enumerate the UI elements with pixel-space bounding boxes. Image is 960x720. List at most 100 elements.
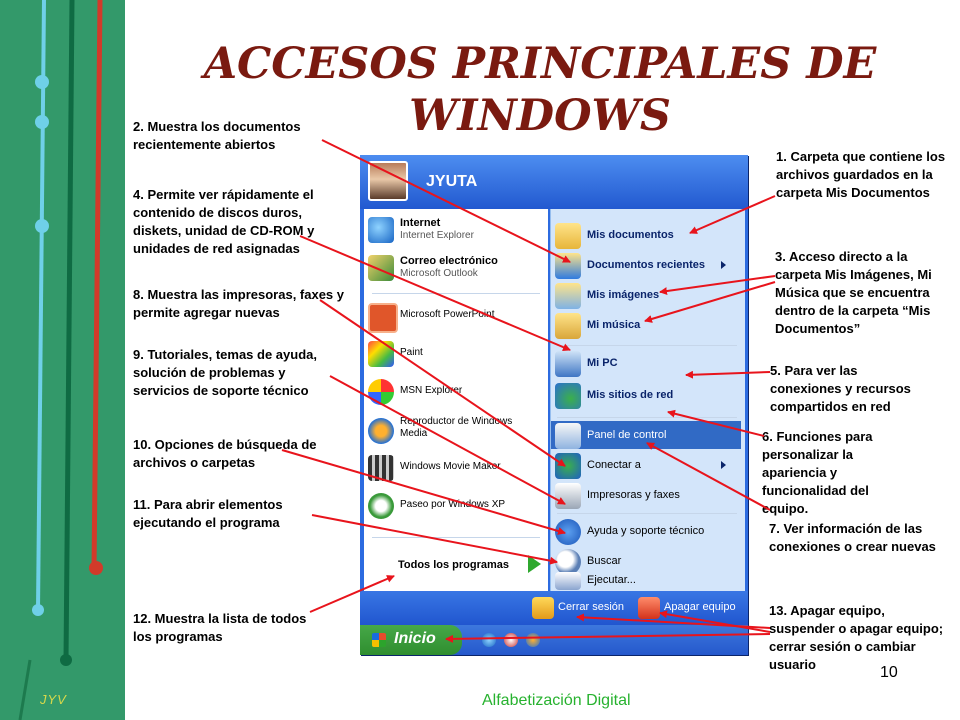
- annotation-7: 7. Ver información de las conexiones o c…: [769, 521, 936, 554]
- footer-text: Alfabetización Digital: [482, 692, 631, 709]
- logoff-label: Cerrar sesión: [558, 601, 625, 613]
- annotation-12: 12. Muestra la lista de todos los progra…: [133, 611, 307, 644]
- menu-item-label: Mis documentos: [587, 229, 674, 241]
- menu-item-internet[interactable]: Internet Internet Explorer: [364, 215, 548, 247]
- user-avatar[interactable]: [368, 161, 408, 201]
- all-programs-button[interactable]: Todos los programas: [364, 547, 548, 583]
- separator: [557, 417, 737, 418]
- menu-item-tour[interactable]: Paseo por Windows XP: [364, 491, 548, 523]
- menu-item-sublabel: Microsoft Outlook: [400, 268, 478, 279]
- menu-item-label: Paint: [400, 347, 423, 358]
- annotation-10: 10. Opciones de búsqueda de archivos o c…: [133, 437, 317, 470]
- tour-icon: [368, 493, 394, 519]
- menu-item-label: Impresoras y faxes: [587, 489, 680, 501]
- menu-item-connect-to[interactable]: Conectar a: [551, 451, 745, 479]
- power-icon: [638, 597, 660, 619]
- menu-item-label: Internet: [400, 217, 441, 229]
- quicklaunch-mail-icon[interactable]: [504, 633, 518, 647]
- menu-item-recent-documents[interactable]: Documentos recientes: [551, 251, 745, 279]
- quicklaunch-ie-icon[interactable]: [482, 633, 496, 647]
- annotation-11: 11. Para abrir elementos ejecutando el p…: [133, 497, 283, 530]
- menu-item-label: Mi PC: [587, 357, 618, 369]
- menu-item-help[interactable]: Ayuda y soporte técnico: [551, 517, 745, 545]
- taskbar: Inicio: [360, 625, 748, 655]
- menu-item-control-panel[interactable]: Panel de control: [551, 421, 741, 449]
- key-icon: [532, 597, 554, 619]
- annotation-8: 8. Muestra las impresoras, faxes y permi…: [133, 287, 345, 320]
- submenu-arrow-icon: [721, 461, 726, 469]
- menu-item-label: Microsoft PowerPoint: [400, 309, 495, 320]
- menu-item-label: Ayuda y soporte técnico: [587, 525, 705, 537]
- menu-item-my-computer[interactable]: Mi PC: [551, 349, 745, 379]
- menu-item-label: Reproductor de Windows Media: [400, 416, 513, 439]
- search-icon: [555, 549, 581, 575]
- pictures-folder-icon: [555, 283, 581, 309]
- sidebar-decoration: [18, 0, 103, 720]
- shutdown-label: Apagar equipo: [664, 601, 736, 613]
- username: JYUTA: [426, 173, 478, 190]
- printer-icon: [555, 483, 581, 509]
- separator: [372, 537, 540, 538]
- menu-item-my-music[interactable]: Mi música: [551, 311, 745, 339]
- menu-item-label: MSN Explorer: [400, 385, 463, 396]
- menu-item-label: Panel de control: [587, 429, 667, 441]
- menu-item-paint[interactable]: Paint: [364, 339, 548, 371]
- annotation-5: 5. Para ver las conexiones y recursos co…: [770, 363, 911, 414]
- separator: [557, 345, 737, 346]
- menu-item-media-player[interactable]: Reproductor de Windows Media: [364, 413, 548, 449]
- menu-item-printers[interactable]: Impresoras y faxes: [551, 481, 745, 509]
- menu-item-my-documents[interactable]: Mis documentos: [551, 221, 745, 249]
- media-player-icon: [368, 418, 394, 444]
- start-button-label: Inicio: [394, 630, 436, 647]
- recent-documents-icon: [555, 253, 581, 279]
- internet-explorer-icon: [368, 217, 394, 243]
- pinned-programs-panel: Internet Internet Explorer Correo electr…: [364, 209, 548, 591]
- start-menu-footer: Cerrar sesión Apagar equipo: [360, 591, 748, 625]
- logoff-button[interactable]: Cerrar sesión: [528, 595, 632, 621]
- connect-icon: [555, 453, 581, 479]
- start-menu: JYUTA Internet Internet Explorer Correo …: [360, 155, 748, 655]
- annotation-9: 9. Tutoriales, temas de ayuda, solución …: [133, 347, 317, 398]
- quicklaunch-media-icon[interactable]: [526, 633, 540, 647]
- paint-icon: [368, 341, 394, 367]
- menu-item-network-places[interactable]: Mis sitios de red: [551, 381, 745, 411]
- menu-item-my-pictures[interactable]: Mis imágenes: [551, 281, 745, 309]
- menu-item-search[interactable]: Buscar: [551, 547, 745, 575]
- menu-item-label: Ejecutar...: [587, 574, 636, 586]
- decorative-sidebar: JYV: [0, 0, 125, 720]
- annotation-2: 2. Muestra los documentos recientemente …: [133, 119, 301, 152]
- annotation-1: 1. Carpeta que contiene los archivos gua…: [776, 149, 946, 200]
- folder-icon: [555, 223, 581, 249]
- menu-item-powerpoint[interactable]: Microsoft PowerPoint: [364, 301, 548, 333]
- page-title: ACCESOS PRINCIPALES DE WINDOWS: [203, 39, 877, 141]
- computer-icon: [555, 351, 581, 377]
- annotation-6: 6. Funciones para personalizar la aparie…: [762, 429, 873, 516]
- outlook-icon: [368, 255, 394, 281]
- menu-item-label: Mis sitios de red: [587, 389, 674, 401]
- control-panel-icon: [555, 423, 581, 449]
- green-arrow-icon: [528, 555, 541, 573]
- submenu-arrow-icon: [721, 261, 726, 269]
- menu-item-email[interactable]: Correo electrónico Microsoft Outlook: [364, 253, 548, 285]
- menu-item-label: Mis imágenes: [587, 289, 660, 301]
- signature: JYV: [40, 692, 67, 707]
- menu-item-msn[interactable]: MSN Explorer: [364, 377, 548, 409]
- windows-logo-icon: [372, 633, 386, 647]
- shutdown-button[interactable]: Apagar equipo: [634, 595, 744, 621]
- network-icon: [555, 383, 581, 409]
- start-button[interactable]: Inicio: [360, 625, 462, 655]
- page-number: 10: [880, 664, 898, 681]
- menu-item-label: Buscar: [587, 555, 622, 567]
- annotation-4: 4. Permite ver rápidamente el contenido …: [133, 187, 315, 256]
- menu-item-label: Paseo por Windows XP: [400, 499, 506, 510]
- menu-item-label: Windows Movie Maker: [400, 461, 501, 472]
- start-menu-header: JYUTA: [360, 155, 748, 209]
- powerpoint-icon: [368, 303, 398, 333]
- msn-icon: [368, 379, 394, 405]
- separator: [557, 513, 737, 514]
- all-programs-label: Todos los programas: [398, 559, 510, 571]
- separator: [372, 293, 540, 294]
- menu-item-movie-maker[interactable]: Windows Movie Maker: [364, 453, 548, 485]
- menu-item-run[interactable]: Ejecutar...: [551, 571, 745, 591]
- menu-item-label: Conectar a: [587, 459, 641, 471]
